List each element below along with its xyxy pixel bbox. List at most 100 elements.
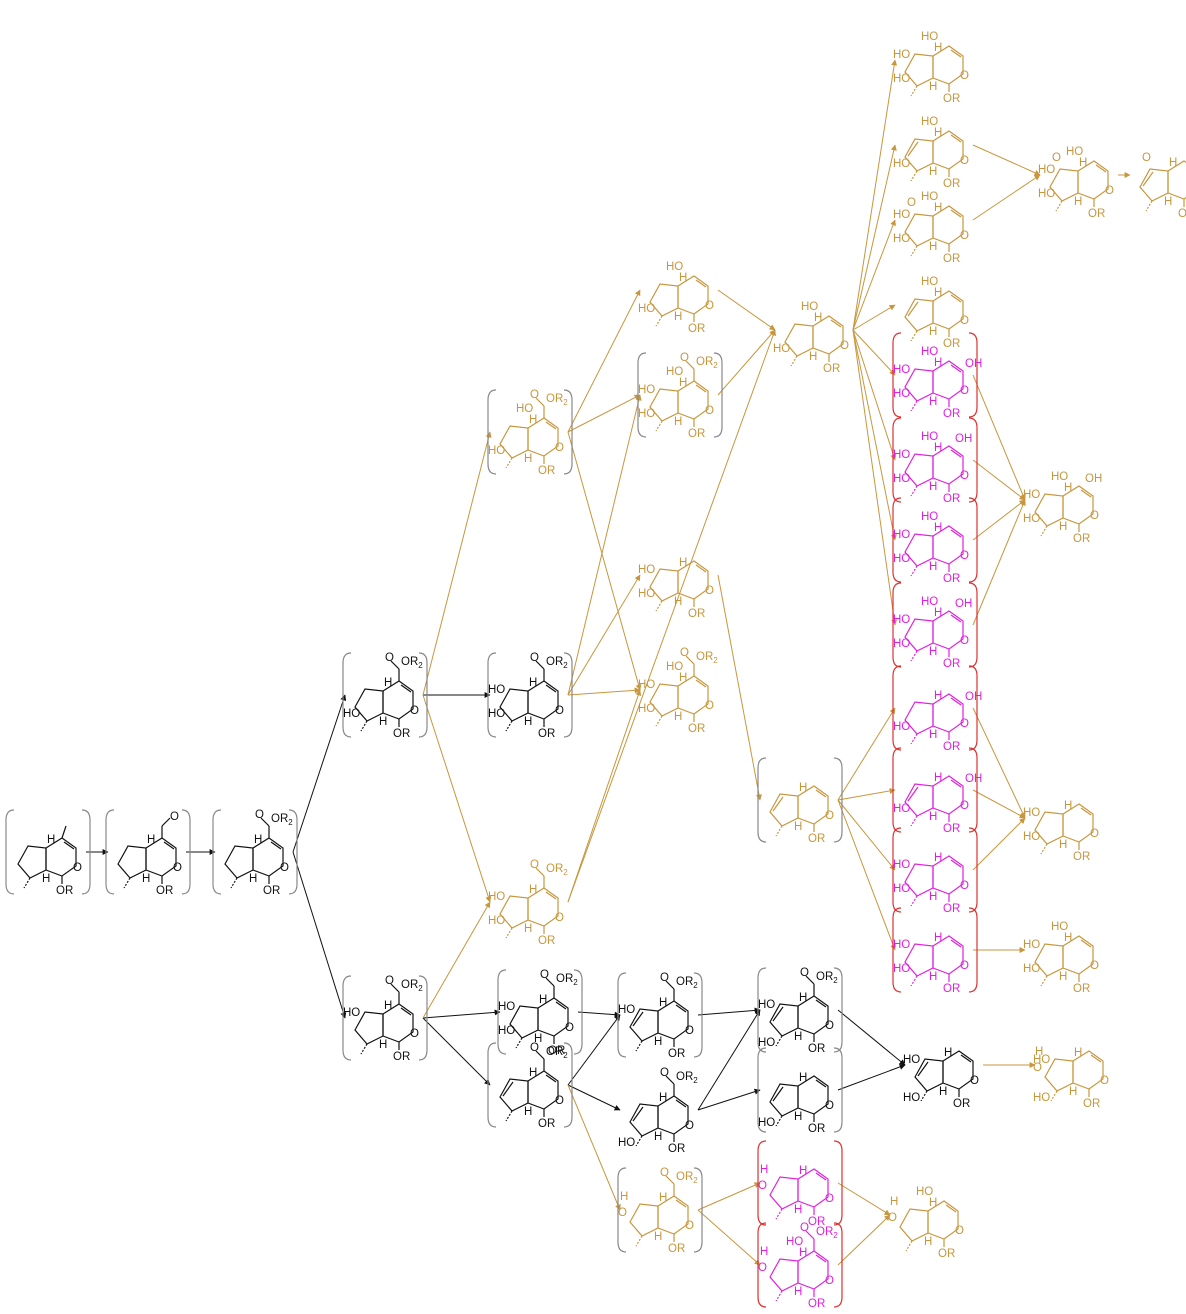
carbonyl-oxygen-label: O [660,1167,669,1179]
or-label: OR [688,428,705,440]
ring-oxygen-label: O [960,800,969,812]
reaction-arrow-m14-m23 [718,575,760,800]
molecule-m26: OHHORHOOH [888,1186,964,1260]
or-label: OR [943,903,960,915]
or-label: OR [943,823,960,835]
methyl-bond [911,896,917,906]
or-label: OR [943,253,960,265]
molecule-m25: OHHORHOHOOH [1033,1046,1109,1110]
or-label: OR [538,465,555,477]
methyl-bond [656,601,662,611]
or-label: OR [688,608,705,620]
methyl-bond [124,878,130,888]
junction-h-label: H [529,677,537,689]
or-label: OR [393,728,410,740]
junction-h-label: H [1164,196,1172,208]
methyl-bond [911,246,917,256]
left-bracket [893,666,901,750]
hydroxyl-c6-label: HO [488,891,505,903]
or-label: OR [943,178,960,190]
junction-h-label: H [654,1131,662,1143]
junction-h-label: H [924,1236,932,1248]
left-bracket [343,653,351,737]
ring-oxygen-label: O [705,585,714,597]
methyl-bond [791,356,797,366]
reaction-arrow-m4-m8 [423,695,490,902]
hydroxyl-c7-label: HO [488,445,505,457]
reaction-arrow-m6-m15 [568,690,640,695]
reaction-arrow-m22-m31 [853,330,895,375]
methyl-bond [516,1038,522,1048]
junction-h-label: H [799,782,807,794]
molecule-m11: OHHOROOR2OH [618,1167,702,1255]
molecule-m10: OHHOROOR2 [488,1042,572,1130]
molecule-layer: OHHOROHHOROOHHOROOR2OHHOROOR2HOOHHOROOR2… [6,31,1186,1310]
reaction-arrow-m17-m19 [698,1090,760,1110]
ring-oxygen-label: O [960,70,969,82]
hydroxyl-c6-label: HO [618,1004,635,1016]
or2-label: OR2 [546,863,568,877]
ring-oxygen-label: O [280,862,289,874]
junction-h-label: H [654,1036,662,1048]
ring-oxygen-label: O [555,705,564,717]
reaction-arrow-m29-m39 [973,175,1040,220]
ring-oxygen-label: O [960,635,969,647]
hydroxyl-c7-label: HO [343,708,360,720]
hydroxyl-c5-label: HO [921,596,938,608]
hydroxyl-c5-label: HO [921,191,938,203]
hydroxyl-c7-label: HO [893,721,910,733]
junction-h-label: H [929,241,937,253]
hydroxyl-c3-label: OH [965,773,982,785]
junction-h-label: H [794,1286,802,1298]
hydroxyl-c7-label: HO [638,588,655,600]
junction-h-label: H [679,672,687,684]
methyl-bond [906,1241,912,1251]
left-bracket [488,390,496,474]
junction-h-label: H [939,1086,947,1098]
junction-h-label: H [934,442,942,454]
methyl-bond [911,171,917,181]
junction-h-label: H [529,414,537,426]
ring-oxygen-label: O [960,155,969,167]
molecule-m41: OHHORHOHOHOOH [1023,471,1102,545]
molecule-m15: OHHOROOR2HOHOHO [638,647,718,735]
reaction-arrow-m10-m16 [568,1015,620,1085]
methyl-bond [921,1091,927,1101]
hydroxyl-c5-label: HO [786,1236,803,1248]
left-bracket [758,758,766,842]
junction-h-label: H [674,596,682,608]
junction-h-label: H [654,1231,662,1243]
molecule-m23: OHHOR [758,758,842,845]
junction-h-label: H [934,42,942,54]
hydroxymethyl-label: HO [618,1137,635,1149]
hydroxyl-c5-label: HO [1066,146,1083,158]
junction-h-label: H [529,884,537,896]
ring-oxygen-label: O [1090,510,1099,522]
ketone-oxygen-label: O [1052,152,1061,164]
or2-label: OR2 [676,976,698,990]
hydroxyl-c5-label: HO [921,346,938,358]
or-label: OR [943,93,960,105]
junction-h-label: H [249,873,257,885]
hydroxyl-c7-label: HO [498,1025,515,1037]
carbonyl-oxygen-label: O [530,859,539,871]
methyl-bond [1146,201,1152,211]
reaction-arrow-m37-m42 [973,818,1025,870]
ring-oxygen-label: O [825,1020,834,1032]
hydroxyl-c5-label: HO [666,661,683,673]
hydroxyl-c6-label: HO [1023,807,1040,819]
ring-oxygen-label: O [555,1095,564,1107]
or2-label: OR2 [401,656,423,670]
or2-label: OR2 [676,1071,698,1085]
reaction-arrow-m28-m39 [973,145,1040,175]
junction-h-label: H [42,873,50,885]
methyl-bond [1041,526,1047,536]
methyl-bond [911,86,917,96]
reaction-arrow-m7-m13 [568,395,640,432]
or2-label: OR2 [816,971,838,985]
junction-h-label: H [1169,157,1177,169]
or-label: OR [538,728,555,740]
molecule-m21: OHHOROOR2HOOH [758,1222,842,1310]
hydroxyl-c7-label: HO [893,883,910,895]
or-label: OR [943,573,960,585]
